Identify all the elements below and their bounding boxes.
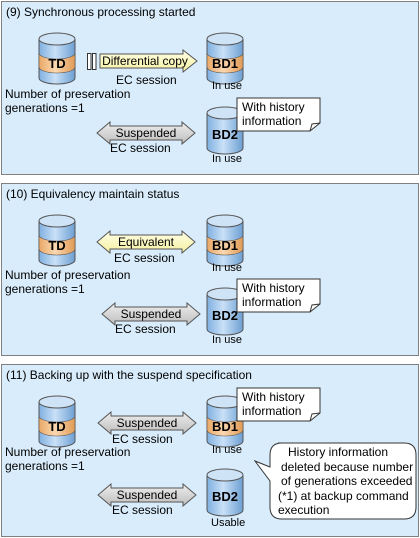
bd1-label: BD1	[211, 56, 238, 71]
ec-session-label: EC session	[112, 432, 173, 446]
suspended-arrow: Suspended	[97, 410, 197, 436]
history-text-1: With history	[242, 281, 305, 295]
td-label: TD	[48, 56, 66, 71]
bd1-label: BD1	[211, 419, 238, 434]
td-label: TD	[48, 238, 66, 253]
equivalent-label: Equivalent	[117, 235, 175, 249]
suspended-label-2: Suspended	[116, 488, 178, 502]
td-disk: TD	[38, 395, 76, 449]
equivalent-arrow: Equivalent	[96, 229, 196, 255]
history-deleted-bubble: History information deleted because numb…	[253, 441, 418, 523]
history-callout: With history information	[236, 278, 322, 314]
suspended-arrow: Suspended	[101, 301, 201, 327]
bd1-disk: BD1	[206, 32, 244, 86]
bd2-label: BD2	[211, 489, 238, 504]
history-text-1: With history	[242, 390, 305, 404]
differential-copy-arrow: Differential copy	[99, 48, 199, 74]
td-disk: TD	[38, 214, 76, 268]
td-disk: TD	[38, 32, 76, 86]
deleted-text-3: of generations exceeded	[281, 474, 413, 488]
history-text-2: information	[242, 404, 302, 418]
ec-session-label: EC session	[116, 73, 177, 87]
panel-backing-up-suspend: (11) Backing up with the suspend specifi…	[1, 364, 419, 537]
bd1-label: BD1	[211, 238, 238, 253]
td-label: TD	[48, 419, 66, 434]
ec-session-label-2: EC session	[110, 141, 171, 155]
panel-equivalency-maintain: (10) Equivalency maintain status TD Equi…	[1, 183, 419, 356]
bd2-status: In use	[212, 334, 242, 346]
preservation-line-2: generations =1	[5, 282, 85, 296]
bd1-status: In use	[212, 80, 242, 92]
bd1-status: In use	[212, 262, 242, 274]
suspended-arrow-2: Suspended	[97, 482, 197, 508]
suspended-label: Suspended	[116, 416, 178, 430]
deleted-text-1: History information	[288, 445, 389, 459]
history-callout: With history information	[236, 97, 322, 133]
bd1-disk: BD1	[206, 214, 244, 268]
history-text-2: information	[242, 114, 302, 128]
deleted-text-4: (*1) at backup command	[278, 489, 409, 503]
ec-session-label-2: EC session	[112, 503, 173, 517]
preservation-line-1: Number of preservation	[5, 445, 131, 459]
ec-session-label: EC session	[114, 251, 175, 265]
preservation-line-1: Number of preservation	[5, 268, 131, 282]
bd2-status: In use	[212, 153, 242, 165]
suspended-label: Suspended	[115, 126, 177, 140]
panel-title: (10) Equivalency maintain status	[6, 187, 180, 201]
ec-session-label-2: EC session	[115, 322, 176, 336]
suspended-label: Suspended	[120, 307, 182, 321]
preservation-line-1: Number of preservation	[5, 87, 131, 101]
history-text-1: With history	[242, 100, 305, 114]
suspended-arrow: Suspended	[96, 120, 196, 146]
bd2-disk: BD2	[206, 106, 244, 156]
panel-title: (11) Backing up with the suspend specifi…	[6, 368, 252, 382]
deleted-text-2: deleted because number	[281, 460, 414, 474]
bd2-label: BD2	[211, 308, 238, 323]
bd2-status: Usable	[211, 517, 246, 529]
differential-copy-label: Differential copy	[102, 54, 188, 68]
history-callout: With history information	[236, 387, 322, 423]
panel-title: (9) Synchronous processing started	[6, 5, 196, 19]
preservation-line-2: generations =1	[5, 459, 85, 473]
bd2-disk: BD2	[206, 287, 244, 337]
bd2-label: BD2	[211, 127, 238, 142]
bd2-disk: BD2	[206, 468, 244, 518]
deleted-text-5: execution	[278, 503, 330, 517]
link-bars	[87, 53, 97, 71]
panel-synchronous-processing: (9) Synchronous processing started TD Di…	[1, 1, 419, 175]
bd1-status: In use	[212, 444, 242, 456]
preservation-line-2: generations =1	[5, 101, 85, 115]
history-text-2: information	[242, 295, 302, 309]
